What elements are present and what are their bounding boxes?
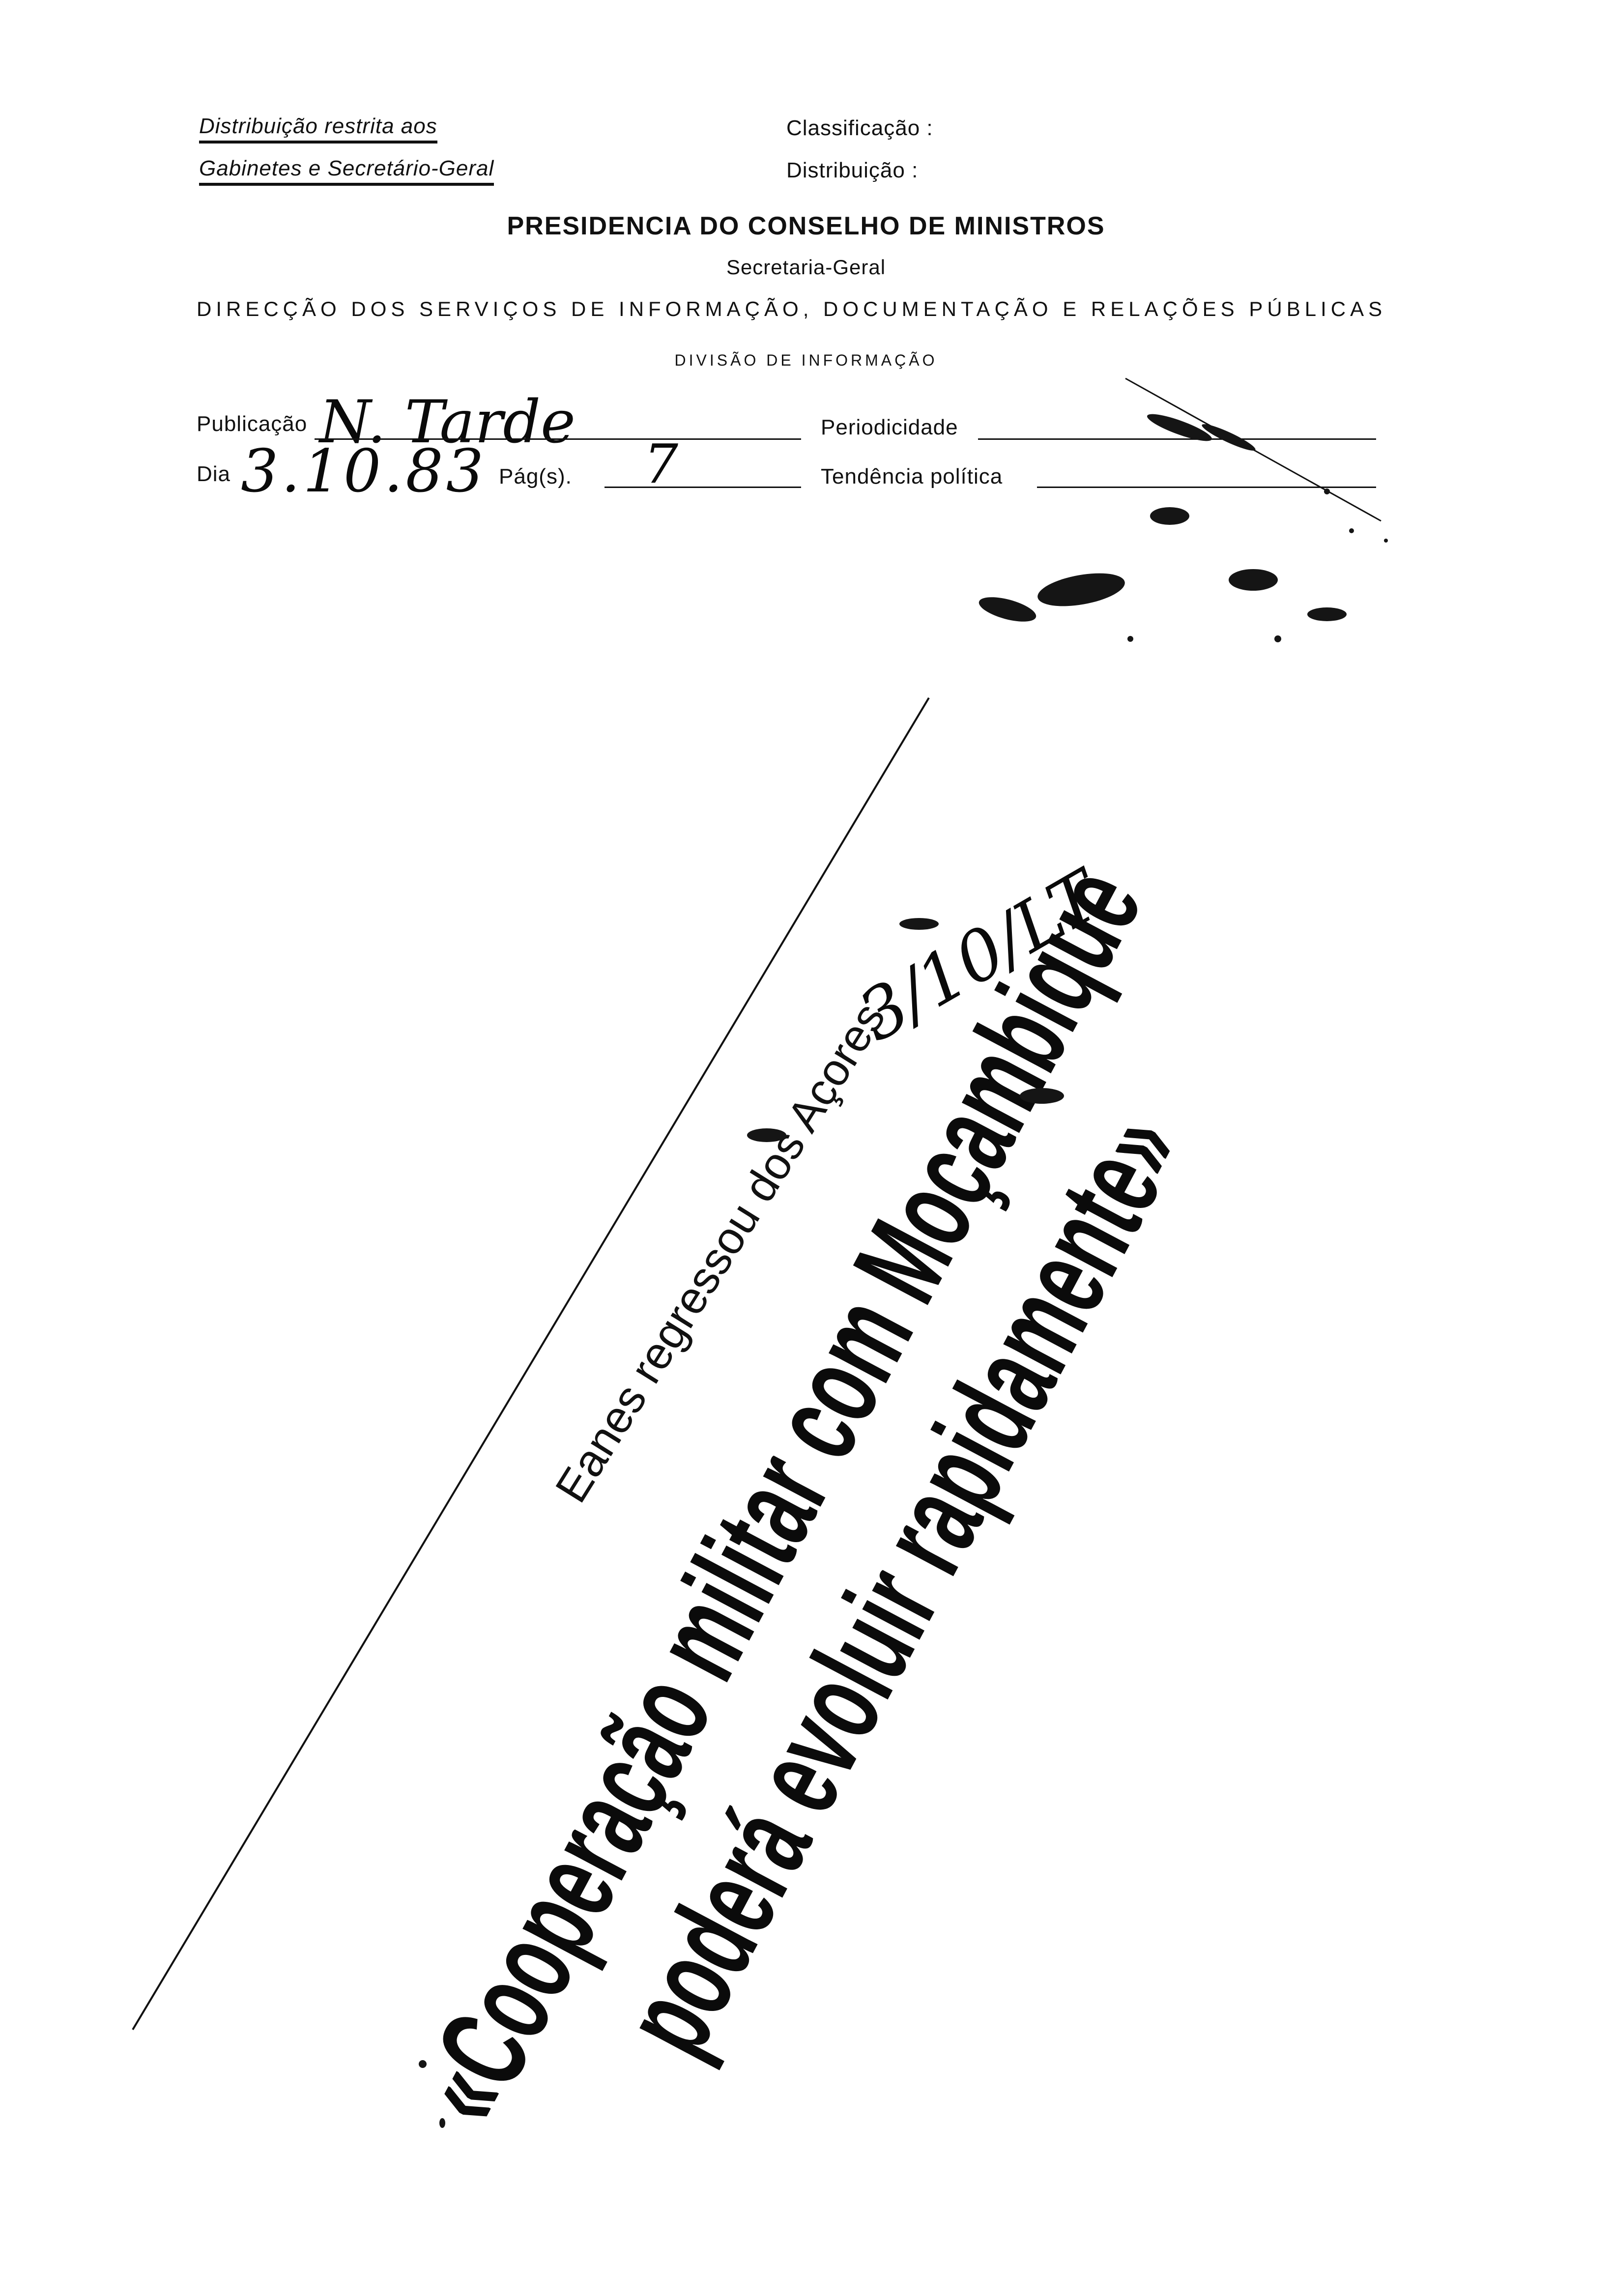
distribution-label: Distribuição : <box>786 158 919 182</box>
political-tendency-field-line <box>1037 487 1376 488</box>
pages-field-line <box>604 487 801 488</box>
directorate-name: DIRECÇÃO DOS SERVIÇOS DE INFORMAÇÃO, DOC… <box>197 297 1387 320</box>
division-name: DIVISÃO DE INFORMAÇÃO <box>674 351 938 369</box>
publication-label: Publicação <box>197 412 308 436</box>
secretariat-name: Secretaria-Geral <box>726 256 886 279</box>
periodicity-label: Periodicidade <box>821 415 958 439</box>
publication-field-line <box>315 438 801 440</box>
publication-value: N. Tarde <box>319 388 576 457</box>
political-tendency-label: Tendência política <box>821 464 1003 488</box>
pages-value: 7 <box>644 432 678 495</box>
distribution-note-line2: Gabinetes e Secretário-Geral <box>199 156 494 186</box>
distribution-note-line1: Distribuição restrita aos <box>199 114 437 144</box>
day-label: Dia <box>197 462 231 486</box>
org-title: PRESIDENCIA DO CONSELHO DE MINISTROS <box>507 212 1105 240</box>
day-value: 3.10.83 <box>241 437 487 506</box>
pages-label: Pág(s). <box>499 464 572 488</box>
periodicity-field-line <box>978 438 1376 440</box>
classification-label: Classificação : <box>786 116 933 140</box>
